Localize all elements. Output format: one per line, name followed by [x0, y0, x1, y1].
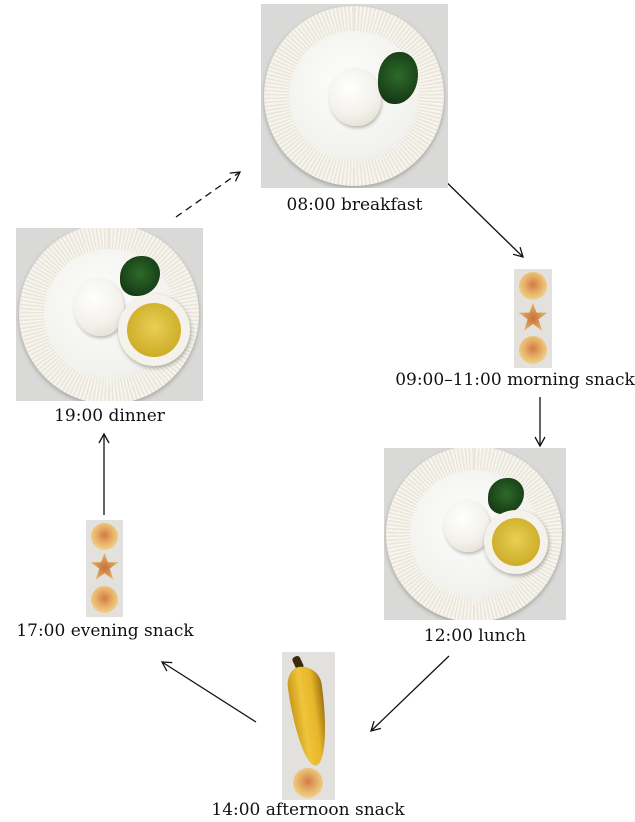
soup	[127, 303, 181, 357]
breakfast-photo	[261, 4, 448, 188]
rice	[444, 500, 490, 552]
rice	[329, 68, 381, 126]
arrow-lunch-to-afternoon-snack	[370, 655, 450, 732]
afternoon-snack-label: 14:00 afternoon snack	[211, 800, 405, 820]
afternoon-snack-photo	[282, 652, 335, 800]
arrow-breakfast-to-morning-snack	[433, 169, 524, 258]
evening-snack-photo	[86, 520, 123, 617]
dinner-photo	[16, 228, 203, 401]
evening-snack-label: 17:00 evening snack	[16, 621, 194, 641]
arrow-afternoon-snack-to-evening-snack	[160, 661, 257, 723]
morning-snack-label: 09:00–11:00 morning snack	[395, 370, 635, 390]
lunch-label: 12:00 lunch	[423, 626, 527, 646]
banana	[285, 664, 333, 768]
morning-snack-photo	[514, 269, 552, 368]
breakfast-label: 08:00 breakfast	[286, 195, 423, 215]
rice	[74, 278, 124, 336]
lunch-photo	[384, 448, 566, 620]
arrow-dinner-to-breakfast	[175, 171, 242, 218]
dinner-label: 19:00 dinner	[54, 406, 165, 426]
soup	[492, 518, 540, 566]
